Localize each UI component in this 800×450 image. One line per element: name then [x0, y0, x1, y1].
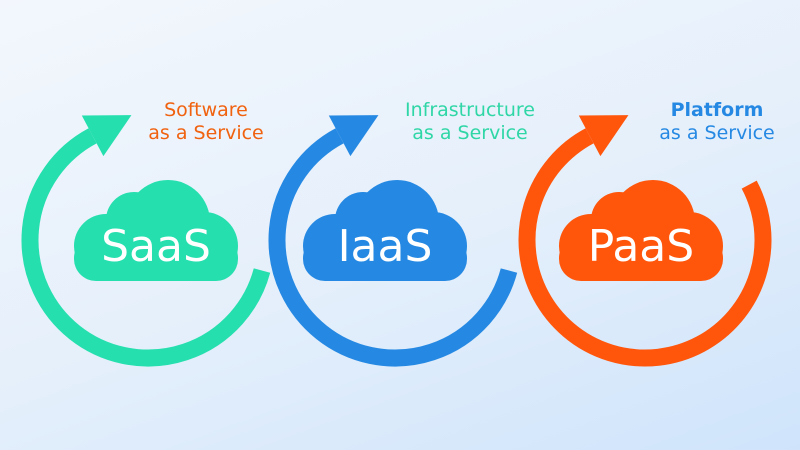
- paas-arrowhead-icon: [578, 115, 629, 157]
- saas-cycle-arc: [21, 128, 271, 367]
- paas-label-line1: Platform: [670, 99, 764, 121]
- paas-cycle-arc: [518, 128, 772, 367]
- iaas-cloud-text: IaaS: [337, 221, 433, 272]
- saas-label: Software as a Service: [96, 99, 316, 145]
- iaas-cycle-arc: [268, 128, 518, 367]
- iaas-label: Infrastructure as a Service: [360, 99, 580, 145]
- paas-cloud-icon: [559, 180, 723, 281]
- paas-cloud-text: PaaS: [587, 221, 695, 272]
- saas-label-line1: Software: [164, 99, 248, 121]
- paas-label-line2: as a Service: [659, 122, 775, 144]
- saas-label-line2: as a Service: [148, 122, 264, 144]
- iaas-cloud-icon: [303, 180, 467, 281]
- iaas-arrowhead-icon: [328, 115, 379, 157]
- iaas-label-line1: Infrastructure: [404, 99, 535, 121]
- iaas-label-line2: as a Service: [412, 122, 528, 144]
- saas-arrowhead-icon: [81, 115, 132, 157]
- paas-label: Platform as a Service: [607, 99, 800, 145]
- saas-cloud-text: SaaS: [101, 221, 211, 272]
- saas-cloud-icon: [74, 180, 238, 281]
